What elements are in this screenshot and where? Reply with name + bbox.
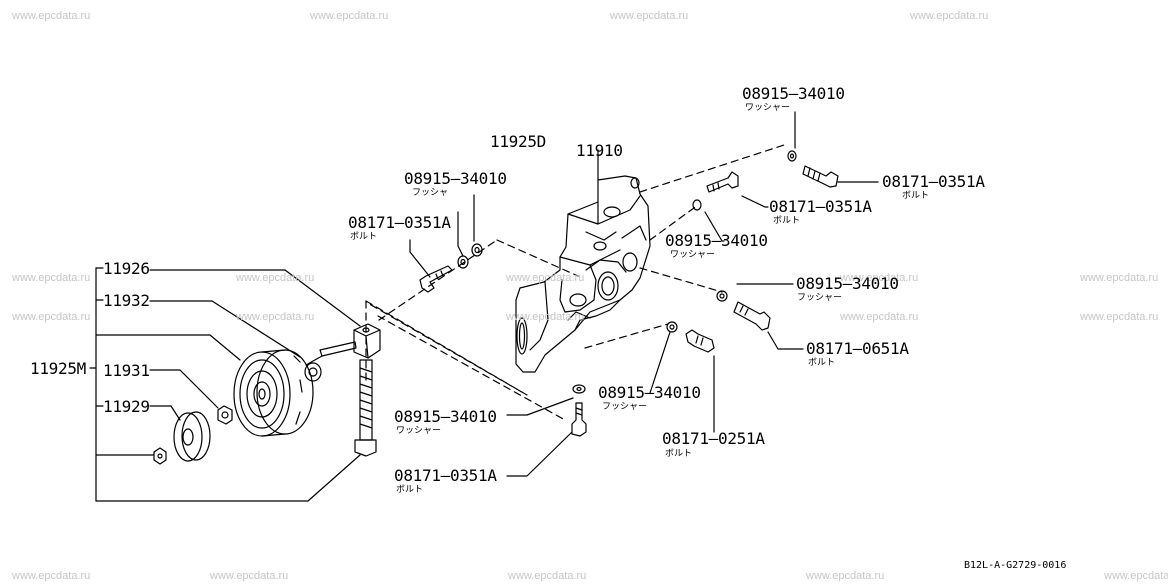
part-desc-label: フッシャ <box>412 188 449 198</box>
watermark: www.epcdata.ru <box>12 570 91 582</box>
part-desc-label: ワッシャー <box>745 103 791 113</box>
part-number-label: 08171–0351A <box>882 172 985 191</box>
leader-lines <box>409 111 879 477</box>
part-desc-label: ボルト <box>773 216 801 226</box>
watermark: www.epcdata.ru <box>610 10 689 22</box>
part-desc-label: ワッシャー <box>670 250 716 260</box>
dashed-assembly-lines <box>365 144 785 421</box>
idler-pulley <box>233 349 314 437</box>
diagram-code: B12L-A-G2729-0016 <box>964 560 1067 571</box>
watermark: www.epcdata.ru <box>12 10 91 22</box>
main-bracket-11910 <box>515 149 651 373</box>
watermark: www.epcdata.ru <box>506 311 585 323</box>
part-number-label: 08171–0351A <box>769 197 872 216</box>
bolts <box>419 165 839 437</box>
part-number-label: 08171–0251A <box>662 429 765 448</box>
watermark: www.epcdata.ru <box>506 272 585 284</box>
part-desc-label: フッシャー <box>797 293 843 303</box>
part-number-label: 11929 <box>103 397 150 416</box>
part-number-label: 11926 <box>103 259 150 278</box>
part-desc-label: ボルト <box>350 232 378 242</box>
part-number-label: 08915–34010 <box>394 407 497 426</box>
part-number-label: 11910 <box>576 141 623 160</box>
part-desc-label: ワッシャー <box>396 426 442 436</box>
part-number-label: 08915–34010 <box>665 231 768 250</box>
pulley-plate <box>173 411 211 462</box>
part-number-label: 08171–0651A <box>806 339 909 358</box>
nut-11931 <box>217 405 233 425</box>
watermark: www.epcdata.ru <box>840 272 919 284</box>
part-number-label: 08171–0351A <box>348 213 451 232</box>
part-desc-label: ボルト <box>396 485 424 495</box>
part-number-label: 11931 <box>103 361 150 380</box>
small-nut <box>153 447 167 465</box>
watermark: www.epcdata.ru <box>12 311 91 323</box>
watermark: www.epcdata.ru <box>910 10 989 22</box>
part-number-label: 08915–34010 <box>404 169 507 188</box>
part-desc-label: ボルト <box>808 358 836 368</box>
part-desc-label: ボルト <box>902 191 930 201</box>
watermark: www.epcdata.ru <box>210 570 289 582</box>
watermark: www.epcdata.ru <box>806 570 885 582</box>
watermark: www.epcdata.ru <box>1104 570 1168 582</box>
watermark: www.epcdata.ru <box>236 272 315 284</box>
part-number-label: 11925D <box>490 132 546 151</box>
part-number-label: 11932 <box>103 291 150 310</box>
part-number-label: 08915–34010 <box>796 274 899 293</box>
watermark: www.epcdata.ru <box>310 10 389 22</box>
watermark: www.epcdata.ru <box>1080 311 1159 323</box>
watermark: www.epcdata.ru <box>840 311 919 323</box>
washers <box>457 150 797 394</box>
watermark: www.epcdata.ru <box>1080 272 1159 284</box>
part-number-label: 08171–0351A <box>394 466 497 485</box>
part-desc-label: ボルト <box>665 449 693 459</box>
left-bracket-tree <box>89 267 361 502</box>
part-desc-label: フッシャー <box>602 402 648 412</box>
adjuster-assembly <box>304 323 381 457</box>
watermark: www.epcdata.ru <box>236 311 315 323</box>
part-number-label: 11925M <box>30 359 86 378</box>
part-number-label: 08915–34010 <box>742 84 845 103</box>
watermark: www.epcdata.ru <box>12 272 91 284</box>
watermark: www.epcdata.ru <box>508 570 587 582</box>
part-number-label: 08915–34010 <box>598 383 701 402</box>
